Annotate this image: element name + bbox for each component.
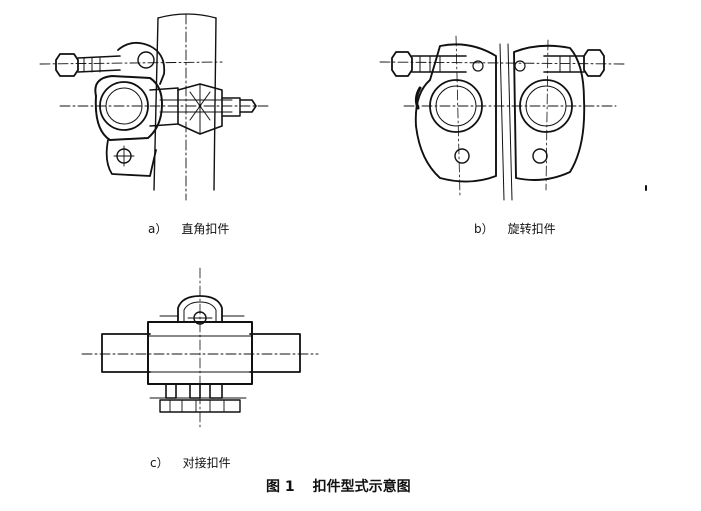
caption-b: b） 旋转扣件 <box>474 220 556 237</box>
caption-b-letter: b） <box>474 222 494 236</box>
caption-a-letter: a） <box>148 222 168 236</box>
caption-c-text: 对接扣件 <box>182 456 231 470</box>
caption-c-letter: c） <box>150 456 169 470</box>
figure-number: 图 1 <box>266 479 295 495</box>
figure-title: 图 1 扣件型式示意图 <box>266 476 411 496</box>
right-angle-coupler-drawing <box>40 14 268 200</box>
caption-b-text: 旋转扣件 <box>507 222 556 236</box>
swivel-coupler-drawing <box>380 36 646 200</box>
caption-a-text: 直角扣件 <box>181 222 230 236</box>
caption-c: c） 对接扣件 <box>150 454 231 471</box>
figure-title-text: 扣件型式示意图 <box>312 479 411 495</box>
caption-a: a） 直角扣件 <box>148 220 229 237</box>
butt-coupler-drawing <box>82 268 318 428</box>
